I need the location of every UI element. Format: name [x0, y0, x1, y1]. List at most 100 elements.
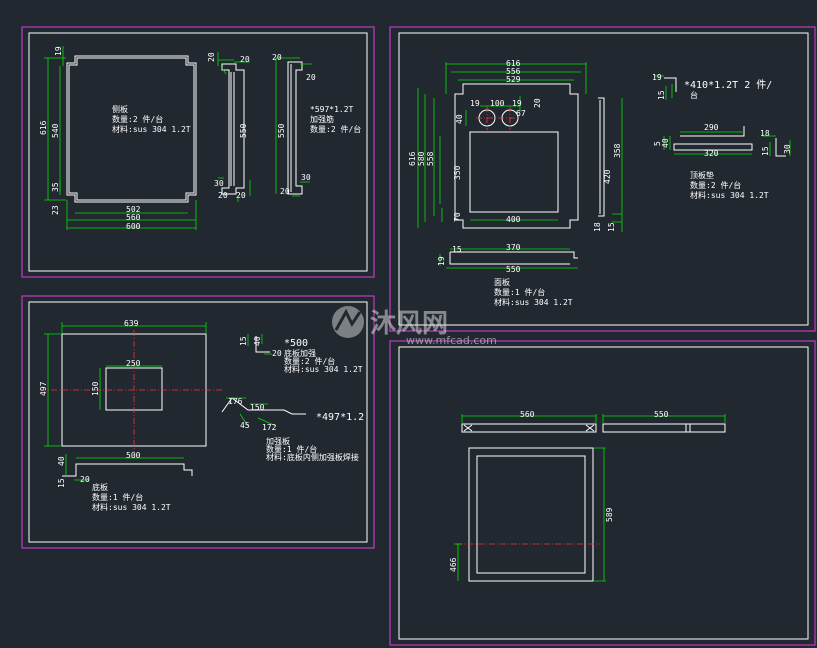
face-dim-19c: 19	[437, 256, 446, 266]
note-face-qty: 数量:1 件/台	[494, 287, 545, 297]
top-plate-pad-dims	[663, 131, 752, 155]
note-face-title: 面板	[494, 277, 510, 287]
face-dim-556: 556	[506, 67, 521, 76]
cutout-dim-250: 250	[126, 359, 141, 368]
watermark-logo-icon	[332, 306, 364, 338]
r-dim-15b: 15	[761, 146, 770, 156]
face-dim-529: 529	[506, 75, 521, 84]
face-dim-350: 350	[453, 165, 462, 180]
r-dim-19: 19	[652, 73, 662, 82]
face-side-dim-lines	[612, 98, 623, 232]
face-dim-70: 70	[453, 212, 462, 222]
note-reinforce-material: 材料:底板内侧加强板焊接	[266, 452, 359, 462]
side-dim-150: 150	[250, 403, 265, 412]
panel-frame-assembly: 560 550 589 466	[389, 340, 816, 646]
dim-540: 540	[51, 123, 60, 138]
rib-1-outline	[221, 63, 245, 195]
side-plate-inner	[68, 57, 195, 201]
frame-outer	[468, 447, 594, 582]
note-reinforce-size: *497*1.2	[316, 412, 364, 423]
note-reinforce-qty: 数量:1 件/台	[266, 444, 317, 454]
face-plate-outline	[454, 83, 579, 229]
bottom-rib-profile	[62, 463, 193, 477]
side-dim-176: 176	[228, 397, 243, 406]
side-plate-outline	[66, 55, 197, 203]
panel4-inner-frame	[398, 346, 809, 640]
dim-lines-bottom	[66, 200, 197, 230]
hole-dim-19b: 19	[512, 99, 522, 108]
face-bottom-dim-lines	[439, 248, 578, 269]
right-small-angle	[775, 138, 786, 157]
r-dim-320: 320	[704, 149, 719, 158]
note-bottom-qty: 数量:1 件/台	[92, 492, 143, 502]
hole-dim-20: 20	[533, 98, 542, 108]
rib1-dim-550: 550	[239, 123, 248, 138]
panel4-outer-frame	[389, 340, 816, 646]
rib-2-outline	[287, 61, 303, 195]
face-dim-580: 580	[417, 151, 426, 166]
bottom-dim-497: 497	[39, 381, 48, 396]
r-dim-40: 40	[661, 138, 670, 148]
bottom-rib-dims	[65, 454, 184, 481]
rib-1-inner	[230, 72, 235, 186]
panel1-inner-frame	[28, 32, 368, 272]
watermark-url: www.mfcad.com	[406, 334, 497, 347]
rib-2-dim-lines	[275, 57, 312, 197]
bottom-rib-dim-500: 500	[126, 451, 141, 460]
face-dim-lines-left	[417, 88, 443, 228]
note-bottom-rib-qty: 数量:2 件/台	[284, 356, 335, 366]
note-pad-qty: 数量:2 件/台	[690, 180, 741, 190]
note-bottom-material: 材料:sus 304 1.2T	[92, 502, 171, 512]
frame-dim-550: 550	[654, 410, 669, 419]
bottom-dim-497-line	[44, 333, 62, 447]
rib1-dim-20c: 20	[218, 191, 228, 200]
dim-502: 502	[126, 205, 141, 214]
rib1-dim-30: 30	[214, 179, 224, 188]
face-dim-616: 616	[506, 59, 521, 68]
dim-23: 23	[51, 205, 60, 215]
face-dim-420: 420	[603, 169, 612, 184]
dim-35: 35	[51, 182, 60, 192]
window-dim-400: 400	[506, 215, 521, 224]
top-small-angle	[664, 77, 677, 92]
frame-side-bar-marks	[685, 424, 691, 432]
watermark: 沐风网 www.mfcad.com	[332, 306, 497, 347]
hole-dim-67: 67	[516, 109, 526, 118]
bottom-small-angle	[255, 336, 270, 353]
reinforce-plate-dims	[226, 397, 277, 427]
r-dim-290: 290	[704, 123, 719, 132]
side-dim-172: 172	[262, 423, 277, 432]
r-dim-15: 15	[657, 90, 666, 100]
top-plate-pad-profile	[673, 126, 753, 151]
hole-dim-lines	[465, 96, 521, 126]
note-top-plate-unit: 台	[690, 90, 698, 100]
rib-1-dim-lines	[217, 52, 251, 202]
frame-dim-466: 466	[449, 557, 458, 572]
face-dim-370: 370	[506, 243, 521, 252]
note-face-material: 材料:sus 304 1.2T	[494, 297, 573, 307]
top-small-angle-dims	[654, 75, 673, 100]
side-dim-45: 45	[240, 421, 250, 430]
face-dim-15: 15	[452, 245, 462, 254]
rib2-dim-30: 30	[301, 173, 311, 182]
face-dim-558: 558	[426, 151, 435, 166]
frame-top-bar-ends	[463, 424, 595, 432]
cutout-dim-lines	[99, 365, 162, 410]
note-bottom-rib-title: 底板加强	[284, 348, 316, 358]
frame-height-dim-line	[594, 447, 606, 582]
bottom-rib-dim-15: 15	[57, 478, 66, 488]
face-side-profile	[598, 97, 605, 217]
frame-dim-560: 560	[520, 410, 535, 419]
hole-centerlines	[476, 106, 520, 130]
rib2-dim-20g: 20	[280, 187, 290, 196]
face-dim-550: 550	[506, 265, 521, 274]
panel-face-plate: 616 556 529 616 580 558 350 70 19 100 19…	[389, 26, 816, 332]
face-dim-616v: 616	[408, 151, 417, 166]
note-reinforce-title: 加强板	[266, 436, 290, 446]
dim-560: 560	[126, 213, 141, 222]
face-dim-18: 18	[593, 222, 602, 232]
face-dim-358: 358	[613, 143, 622, 158]
hole-dim-100: 100	[490, 99, 505, 108]
bottom-rib-dim-20: 20	[80, 475, 90, 484]
